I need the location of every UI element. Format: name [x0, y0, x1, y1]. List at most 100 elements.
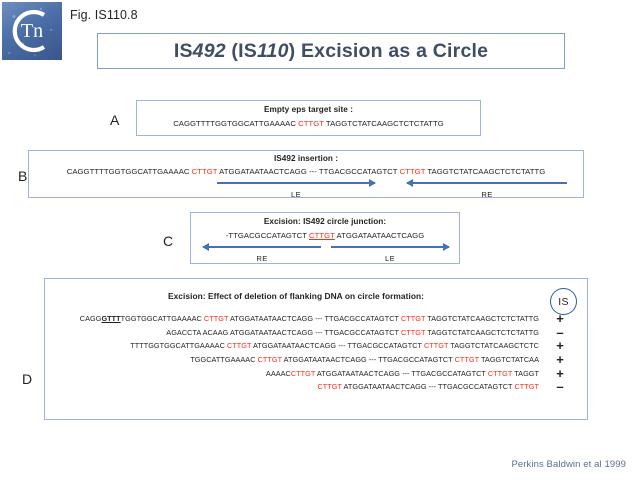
panel-c-arrow-row: RE LE	[191, 240, 459, 263]
sequence-run: TGGTGGCATTGAAAAC	[120, 314, 204, 324]
sequence-run: CTTGT	[487, 368, 513, 378]
sequence-run: TTTTGGTGGCATTGAAAAC	[130, 341, 227, 351]
sequence-run: AAAAC	[265, 368, 291, 378]
excision-result-sign: –	[556, 324, 564, 340]
re-arrow-left-icon: RE	[406, 179, 567, 199]
panel-d-sequence: CTTGT ATGGATAATAACTCAGG --- TTGACGCCATAG…	[317, 382, 539, 391]
title-run: IS	[273, 154, 282, 163]
sequence-run: CTTGT	[400, 314, 426, 324]
panel-d-row: AAAACCTTGT ATGGATAATAACTCAGG --- TTGACGC…	[55, 366, 575, 380]
is-badge-icon: IS	[550, 288, 577, 315]
figure-label: Fig. IS110.8	[70, 8, 138, 22]
sequence-run: CTTGT	[298, 119, 324, 128]
panel-d-sequence: AAAACCTTGT ATGGATAATAACTCAGG --- TTGACGC…	[266, 369, 539, 378]
title-run: IS	[173, 39, 193, 62]
panel-c-sequence: -TTGACGCCATAGTCT CTTGT ATGGATAATAACTCAGG	[191, 231, 459, 240]
panel-c-heading: Excision: IS492 circle junction:	[191, 217, 459, 226]
sequence-run: CTTGT	[191, 167, 218, 176]
sequence-run: GTTT	[101, 314, 121, 324]
title-run: 492	[192, 39, 226, 62]
title-run: insertion :	[295, 154, 339, 163]
panel-letter-a: A	[110, 112, 120, 128]
sequence-run: CTTGT	[290, 368, 316, 378]
panel-d-row: AGACCTA ACAAG ATGGATAATAACTCAGG --- TTGA…	[55, 326, 575, 340]
sequence-run: CAGGTTTTGGTGGCATTGAAAAC	[66, 167, 192, 176]
le-arrow-label: LE	[291, 190, 301, 199]
sequence-run: ATGGATAATAACTCAGG	[334, 231, 425, 240]
le-arrow-right-icon: LE	[331, 243, 450, 263]
re-arrow-label: RE	[481, 190, 493, 199]
title-run: Excision: IS	[263, 217, 311, 226]
sequence-run: ATGGATAATAACTCAGG --- TTGACGCCATAGTCT	[315, 368, 488, 378]
title-run: 492	[310, 217, 325, 226]
sequence-run: TAGGTCTATCAA	[479, 355, 539, 365]
logo-text: Tn	[21, 20, 43, 42]
title-run: circle junction:	[324, 217, 387, 226]
panel-d-row: CAGGGTTTTGGTGGCATTGAAAAC CTTGT ATGGATAAT…	[55, 312, 575, 326]
sequence-run: CTTGT	[309, 231, 335, 240]
le-arrow-right-icon: LE	[217, 179, 376, 199]
sequence-run: ATGGATAATAACTCAGG --- TTGACGCCATAGTCT	[228, 314, 401, 324]
sequence-run: CTTGT	[399, 167, 426, 176]
sequence-run: CTTGT	[454, 355, 480, 365]
re-arrow-left-icon: RE	[202, 243, 321, 263]
panel-b-sequence: CAGGTTTTGGTGGCATTGAAAAC CTTGT ATGGATAATA…	[29, 167, 583, 176]
sequence-run: CTTGT	[423, 341, 449, 351]
sequence-run: CAGGTTTTGGTGGCATTGAAAAC	[173, 119, 299, 128]
panel-a-heading: Empty eps target site :	[264, 105, 353, 114]
sequence-run: TAGGTCTATCAAGCTCTCTATTG	[425, 327, 539, 337]
page-title: IS492 (IS110) Excision as a Circle	[174, 40, 488, 63]
sequence-run: CAGG	[79, 314, 102, 324]
sequence-run: TAGGTCTATCAAGCTCTC	[448, 341, 539, 351]
sequence-run: CTTGT	[257, 355, 282, 365]
sequence-run: ATGGATAATAACTCAGG --- TTGACGCCATAGTCT	[217, 167, 400, 176]
sequence-run: ATGGATAATAACTCAGG --- TTGACGCCATAGTCT	[251, 341, 424, 351]
title-run: 492	[281, 154, 296, 163]
panel-letter-d: D	[22, 371, 33, 387]
panel-d-row: CTTGT ATGGATAATAACTCAGG --- TTGACGCCATAG…	[55, 380, 575, 394]
re-arrow-label: RE	[256, 254, 268, 263]
panel-a-sequence: CAGGTTTTGGTGGCATTGAAAAC CTTGT TAGGTCTATC…	[137, 119, 480, 128]
panel-d-sequence: AGACCTA ACAAG ATGGATAATAACTCAGG --- TTGA…	[166, 328, 539, 337]
sequence-run: TAGGTCTATCAAGCTCTCTATTG	[323, 119, 444, 128]
panel-c: Excision: IS492 circle junction: -TTGACG…	[190, 212, 460, 264]
panel-b-arrow-row: LE RE	[29, 176, 583, 199]
ctn-logo: Tn	[2, 2, 62, 60]
sequence-run: CTTGT	[226, 341, 252, 351]
panel-letter-c: C	[163, 233, 174, 249]
sequence-run: ATGGATAATAACTCAGG --- TTGACGCCATAGTCT	[341, 382, 515, 392]
panel-d-sequence: CAGGGTTTTGGTGGCATTGAAAAC CTTGT ATGGATAAT…	[80, 314, 539, 323]
title-run: (IS	[225, 39, 257, 62]
excision-result-sign: +	[556, 311, 564, 327]
sequence-run: AGACCTA ACAAG ATGGATAATAACTCAGG --- TTGA…	[166, 327, 401, 337]
sequence-run: TAGGTCTATCAAGCTCTCTATTG	[425, 314, 539, 324]
panel-d-row: TGGCATTGAAAAC CTTGT ATGGATAATAACTCAGG --…	[55, 353, 575, 367]
sequence-run: TAGGTCTATCAAGCTCTCTATTG	[425, 167, 546, 176]
title-run: 110	[256, 39, 289, 62]
sequence-run: TAGGT	[512, 368, 539, 378]
panel-b: IS492 insertion : CAGGTTTTGGTGGCATTGAAAA…	[28, 150, 584, 199]
panel-a: Empty eps target site : CAGGTTTTGGTGGCAT…	[136, 100, 481, 136]
panel-letter-b: B	[18, 168, 28, 184]
le-arrow-label: LE	[385, 254, 395, 263]
panel-d-row: TTTTGGTGGCATTGAAAAC CTTGT ATGGATAATAACTC…	[55, 339, 575, 353]
sequence-run: CTTGT	[400, 327, 426, 337]
excision-result-sign: +	[556, 352, 564, 368]
sequence-run: CTTGT	[514, 382, 539, 392]
title-run: ) Excision as a Circle	[288, 39, 489, 62]
excision-result-sign: –	[556, 379, 564, 395]
panel-d-heading: Excision: Effect of deletion of flanking…	[167, 291, 425, 301]
title-box: IS492 (IS110) Excision as a Circle	[97, 33, 565, 69]
panel-b-heading: IS492 insertion :	[29, 154, 583, 163]
sequence-run: ATGGATAATAACTCAGG --- TTGACGCCATAGTCT	[281, 355, 455, 365]
panel-d-sequence: TTTTGGTGGCATTGAAAAC CTTGT ATGGATAATAACTC…	[130, 341, 539, 350]
panel-d: Excision: Effect of deletion of flanking…	[44, 278, 588, 420]
sequence-run: TGGCATTGAAAAC	[190, 355, 258, 365]
sequence-run: -TTGACGCCATAGTCT	[225, 231, 310, 240]
panel-d-sequence: TGGCATTGAAAAC CTTGT ATGGATAATAACTCAGG --…	[190, 355, 539, 364]
panel-d-rows: CAGGGTTTTGGTGGCATTGAAAAC CTTGT ATGGATAAT…	[45, 312, 587, 394]
excision-result-sign: +	[556, 365, 564, 381]
citation: Perkins Baldwin et al 1999	[511, 459, 626, 470]
excision-result-sign: +	[556, 338, 564, 354]
sequence-run: CTTGT	[317, 382, 342, 392]
